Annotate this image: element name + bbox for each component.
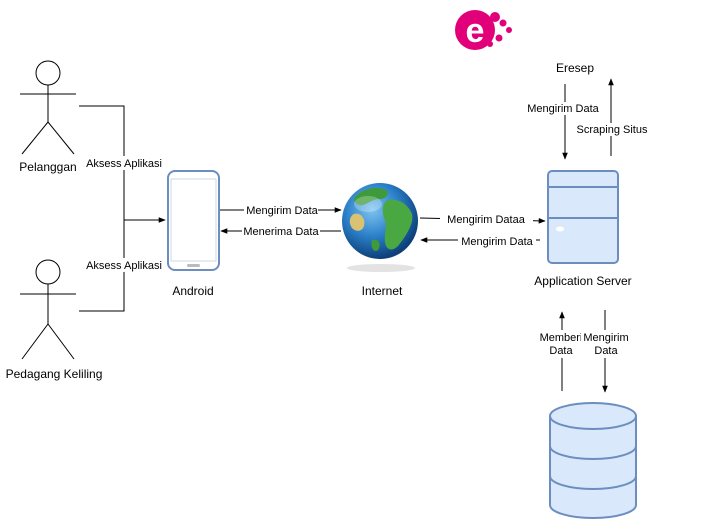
android-internet-edges: Mengirim Data Menerima Data bbox=[220, 203, 342, 238]
actor-pedagang-keliling: Pedagang Keliling bbox=[6, 259, 103, 381]
edge-label-aksess-2: Aksess Aplikasi bbox=[86, 260, 162, 272]
edge-label-eresep-to-server: Mengirim Data bbox=[527, 103, 599, 115]
internet-label: Internet bbox=[362, 284, 403, 298]
eresep-server-edges: Mengirim Data Scraping Situs bbox=[524, 78, 650, 160]
edge-label-server-to-db-1: Mengirim bbox=[583, 332, 628, 344]
database-icon bbox=[549, 402, 637, 519]
edge-label-internet-to-android: Menerima Data bbox=[243, 226, 319, 238]
edge-label-db-to-server-1: Memberi bbox=[540, 332, 583, 344]
actor-pedagang-label: Pedagang Keliling bbox=[6, 367, 103, 381]
server-database-edges: Memberi Data Mengirim Data bbox=[536, 310, 631, 393]
edge-label-aksess-1: Aksess Aplikasi bbox=[86, 158, 162, 170]
actor-connectors: Aksess Aplikasi Aksess Aplikasi bbox=[79, 105, 166, 312]
eresep-label: Eresep bbox=[556, 61, 594, 75]
internet-globe-icon: Internet bbox=[342, 183, 418, 298]
android-label: Android bbox=[172, 284, 213, 298]
internet-server-edges: Mengirim Dataa Mengirim Data bbox=[419, 212, 546, 248]
actor-pelanggan-label: Pelanggan bbox=[19, 160, 76, 174]
android-phone: Android bbox=[167, 170, 220, 298]
edge-label-db-to-server-2: Data bbox=[549, 345, 573, 357]
eresep-logo: e bbox=[455, 10, 512, 50]
actor-pelanggan: Pelanggan bbox=[19, 60, 77, 174]
logo-letter: e bbox=[466, 12, 485, 50]
edge-label-server-to-db-2: Data bbox=[594, 345, 618, 357]
edge-label-server-to-eresep: Scraping Situs bbox=[577, 124, 648, 136]
edge-label-internet-to-server: Mengirim Dataa bbox=[447, 214, 526, 226]
edge-label-server-to-internet: Mengirim Data bbox=[461, 236, 533, 248]
edge-label-android-to-internet: Mengirim Data bbox=[246, 205, 318, 217]
server-label: Application Server bbox=[534, 274, 631, 288]
application-server-icon: Application Server bbox=[534, 170, 632, 288]
